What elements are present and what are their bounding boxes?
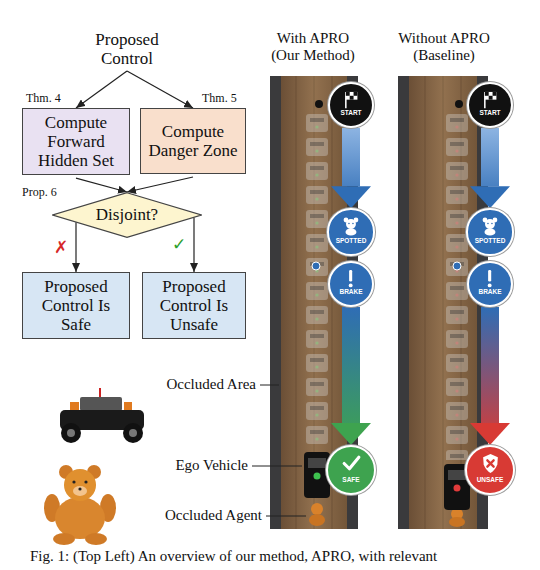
flow-arrow [76, 71, 127, 108]
marker-icon [480, 90, 499, 109]
column-heading: Without APRO (Baseline) [386, 30, 502, 65]
flow-arrow [193, 217, 194, 272]
process-box: Compute Forward Hidden Set [22, 108, 130, 175]
occluded-agent-picture [44, 465, 116, 545]
outcome-marker: UNSAFE [465, 445, 515, 495]
figure-caption: Fig. 1: (Top Left) An overview of our me… [30, 548, 536, 565]
branch-label: ✓ [171, 235, 187, 254]
marker-text: BRAKE [478, 289, 501, 296]
marker-icon [480, 216, 500, 236]
event-marker: BRAKE [328, 261, 374, 307]
process-text: Compute Danger Zone [146, 122, 240, 160]
start-marker: START [328, 82, 374, 128]
leader-lines [252, 385, 306, 516]
outcome-marker: SAFE [326, 445, 376, 495]
branch-label: ✗ [53, 238, 69, 257]
theorem-ref: Thm. 5 [202, 92, 252, 106]
progress-arrow [481, 128, 499, 186]
flow-arrow [76, 178, 127, 192]
control-input: Proposed Control [77, 30, 177, 68]
process-box: Compute Danger Zone [140, 108, 246, 174]
marker-text: BRAKE [339, 289, 362, 296]
decision-diamond: Disjoint? [52, 192, 202, 238]
process-text: Compute Forward Hidden Set [28, 113, 124, 170]
result-box: Proposed Control Is Unsafe [142, 272, 246, 339]
callout-label: Ego Vehicle [140, 457, 248, 474]
marker-text: SAFE [342, 477, 359, 484]
ego-vehicle-picture [60, 388, 144, 443]
result-box: Proposed Control Is Safe [22, 272, 130, 339]
marker-icon [341, 90, 360, 109]
column-heading: With APRO (Our Method) [263, 30, 363, 65]
flow-arrow [127, 71, 193, 108]
callout-label: Occluded Area [140, 376, 256, 393]
flow-arrow [75, 222, 76, 272]
progress-arrow [342, 128, 360, 186]
input-text: Proposed Control [77, 30, 177, 68]
progress-arrow [342, 307, 360, 423]
event-marker: SPOTTED [466, 208, 513, 255]
marker-icon [341, 453, 362, 474]
marker-icon [341, 216, 361, 236]
marker-text: UNSAFE [477, 477, 504, 484]
callout-label: Occluded Agent [140, 507, 262, 524]
marker-icon [480, 269, 499, 288]
event-marker: SPOTTED [327, 208, 374, 255]
progress-arrow [481, 307, 499, 423]
flow-arrow [127, 177, 193, 192]
start-marker: START [467, 82, 513, 128]
marker-icon [341, 269, 360, 288]
result-text: Proposed Control Is Unsafe [148, 277, 240, 334]
theorem-ref: Thm. 4 [26, 92, 76, 106]
marker-text: SPOTTED [475, 238, 506, 245]
proposition-ref: Prop. 6 [22, 186, 72, 200]
event-marker: BRAKE [467, 261, 513, 307]
marker-text: SPOTTED [336, 238, 367, 245]
marker-text: START [340, 110, 361, 117]
marker-icon [480, 453, 501, 474]
marker-text: START [479, 110, 500, 117]
result-text: Proposed Control Is Safe [28, 277, 124, 334]
decision-text: Disjoint? [96, 205, 158, 224]
